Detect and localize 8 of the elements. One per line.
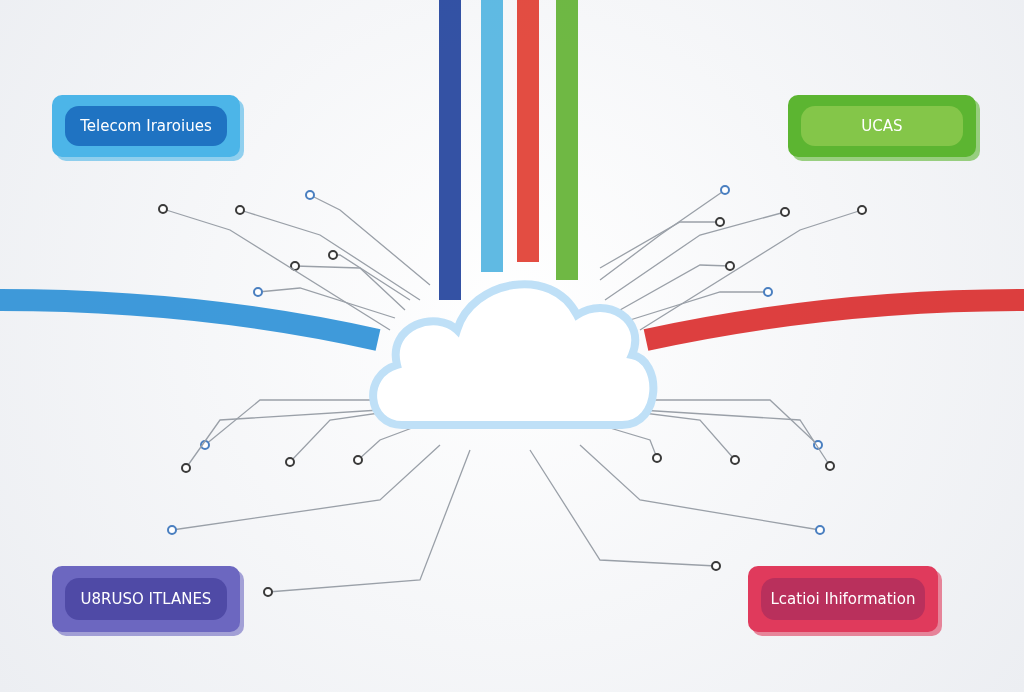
category-label-text: UCAS: [801, 106, 963, 146]
cable-bundle: [0, 289, 381, 351]
cable-stripe: [517, 0, 539, 262]
cable-stripe: [481, 0, 503, 272]
category-label-text: Telecom Iraroiues: [65, 106, 227, 146]
cable-bundle: [643, 289, 1024, 351]
category-label-text: Lcatioi Ihiformation: [761, 577, 925, 621]
category-label-text: U8RUSO ITLANES: [65, 577, 227, 621]
